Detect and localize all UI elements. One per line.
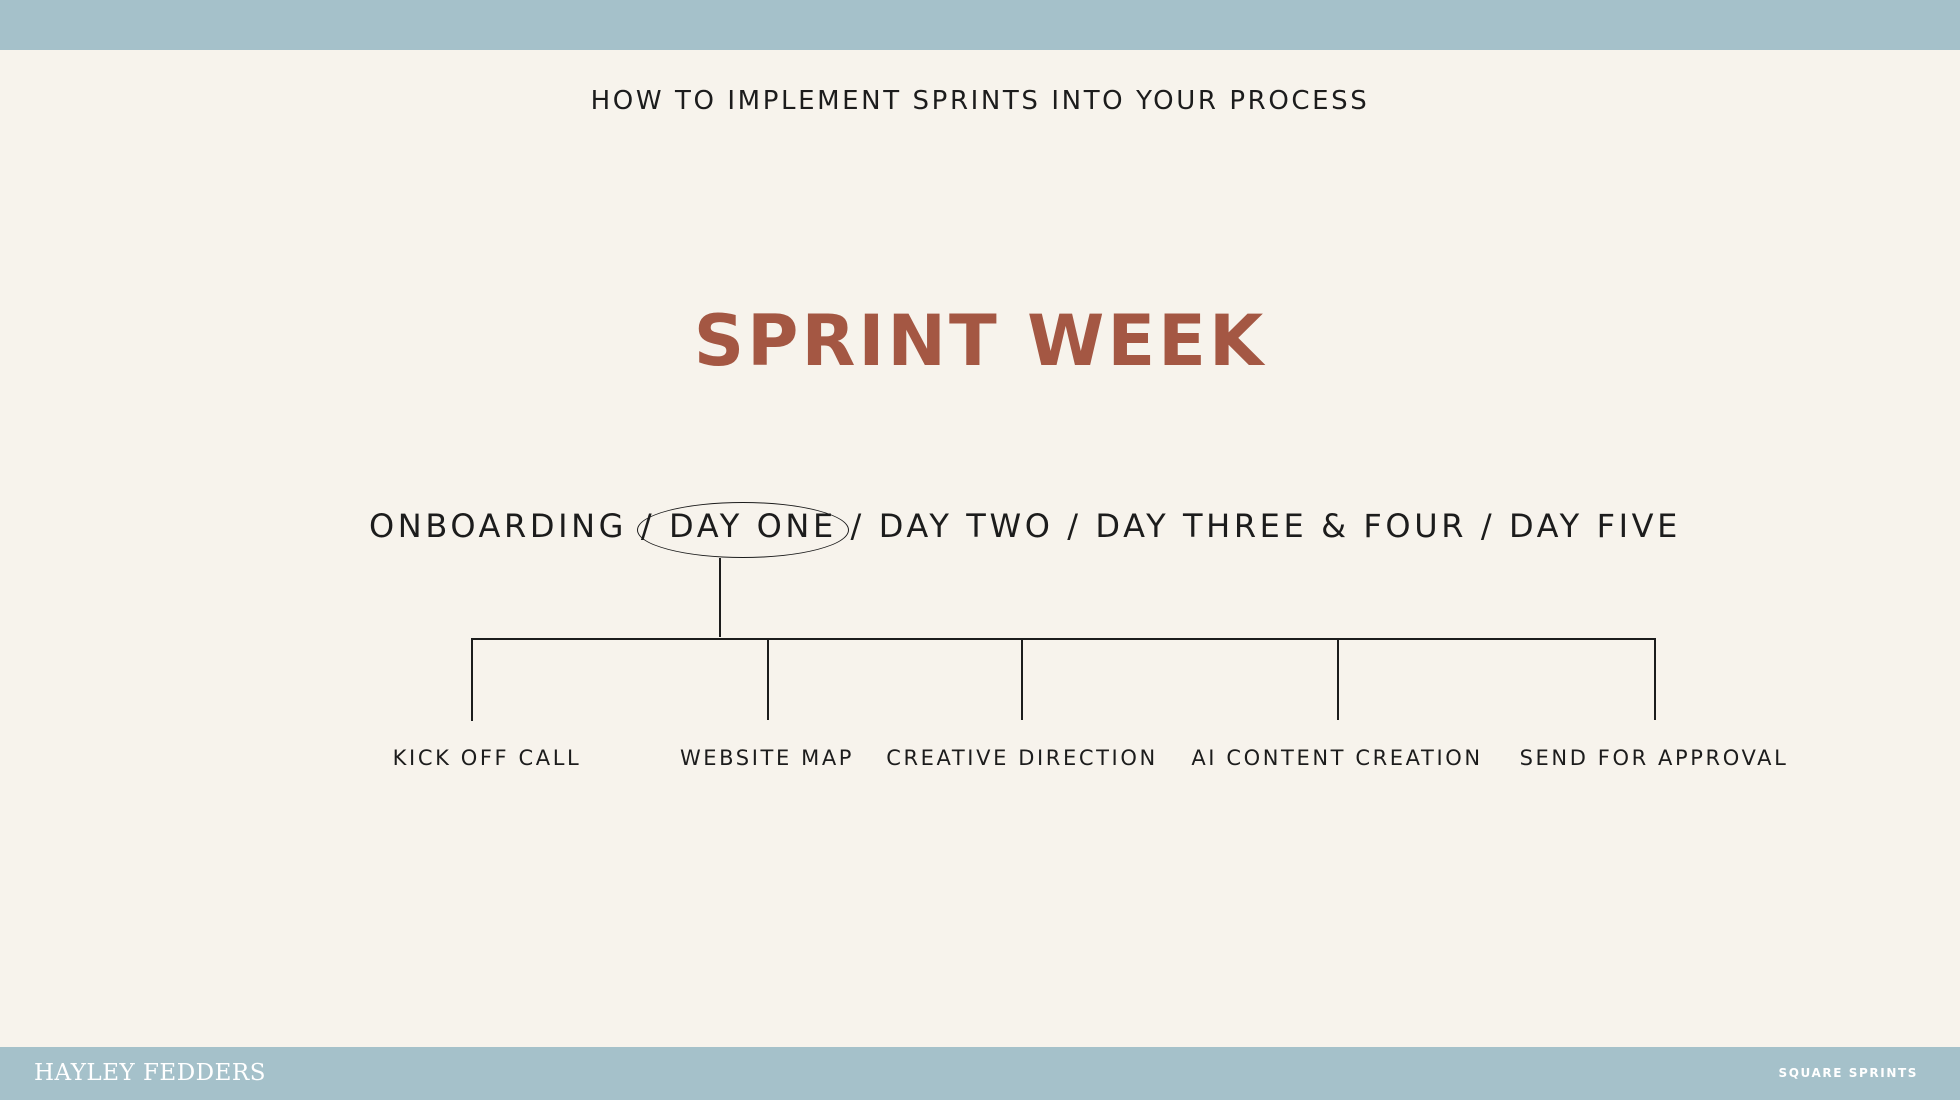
task-creative-direction: CREATIVE DIRECTION — [886, 746, 1158, 770]
day-one-highlight-oval — [637, 502, 849, 558]
stage-onboarding: ONBOARDING — [369, 507, 628, 545]
stage-separator: / — [1053, 507, 1096, 545]
stage-day-three-four: DAY THREE & FOUR — [1095, 507, 1468, 545]
page-subtitle: HOW TO IMPLEMENT SPRINTS INTO YOUR PROCE… — [590, 86, 1370, 116]
stage-day-five: DAY FIVE — [1509, 507, 1681, 545]
task-ai-content-creation: AI CONTENT CREATION — [1191, 746, 1483, 770]
footer-label: SQUARE SPRINTS — [1778, 1066, 1918, 1080]
brand-logo: HAYLEY FEDDERS — [34, 1060, 266, 1086]
task-website-map: WEBSITE MAP — [679, 746, 855, 770]
page-title: SPRINT WEEK — [693, 300, 1267, 382]
bottom-bar — [0, 1047, 1960, 1100]
task-send-for-approval: SEND FOR APPROVAL — [1519, 746, 1789, 770]
top-bar — [0, 0, 1960, 50]
stage-separator: / — [836, 507, 879, 545]
stage-day-two: DAY TWO — [878, 507, 1054, 545]
stage-separator: / — [1467, 507, 1509, 545]
task-kick-off-call: KICK OFF CALL — [392, 746, 582, 770]
